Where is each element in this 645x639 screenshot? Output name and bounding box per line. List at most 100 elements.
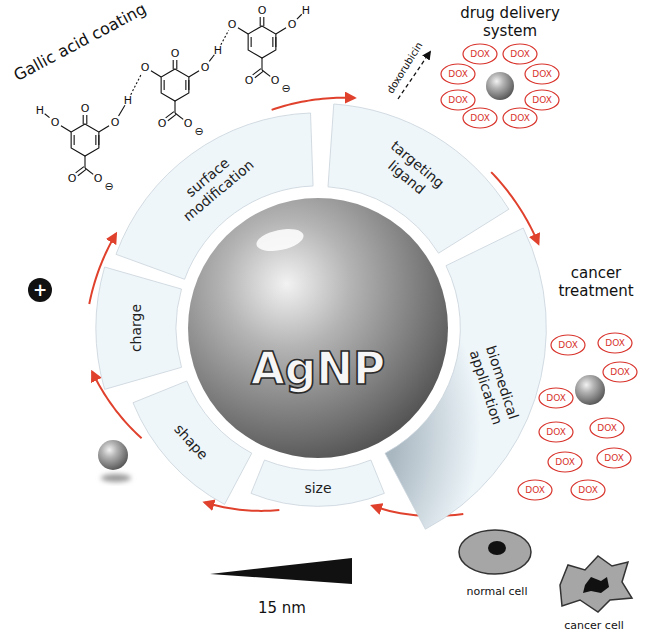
nanoparticle [575,375,605,405]
atom-label: O [288,19,297,30]
chemical-bond [76,167,84,173]
nanoparticle [486,72,514,100]
annotation-label: 15 nm [258,599,306,617]
annotation-label: normal cell [467,585,528,598]
atom-label: H [124,95,132,106]
segment-outline [251,460,384,506]
atom-label: H [214,45,222,56]
chemical-bond [61,126,71,132]
segment-outline [133,381,252,504]
atom-label: O [171,48,180,59]
dox-molecule: DOX [502,107,538,129]
dox-molecule: DOX [524,63,560,85]
dox-label: DOX [578,486,598,495]
dox-label: DOX [510,114,530,123]
atom-label: ⊖ [104,181,113,192]
chemical-bond [260,17,261,26]
segment-outline [96,267,182,389]
chemical-bond [185,80,186,90]
dox-outline [463,44,497,64]
chemical-bond [253,69,261,75]
ring-segment: surface modification [115,112,314,280]
plus-circle [28,278,52,302]
cancer-cell [560,556,632,612]
ring-segment: shape [132,380,253,505]
normal-cell [459,530,531,574]
chemical-bond [164,80,165,90]
dox-outline [503,44,537,64]
dox-outline [525,90,559,110]
dox-outline [441,64,475,84]
silver-nanoparticle: AgNP [188,198,448,458]
chemical-bond [151,71,161,77]
annotation-label: doxorubicin [385,40,426,96]
chemical-bond [83,115,84,124]
chemical-bond [166,112,174,118]
ring-segment: charge [95,266,183,390]
dox-outline [503,108,537,128]
annotation-label: Gallic acid coating [11,0,150,85]
dox-outline [571,480,605,500]
chemical-bond [174,101,175,113]
dox-molecule: DOX [547,451,583,473]
dox-molecule: DOX [462,107,498,129]
chemical-bond [276,28,286,34]
chemical-bond [98,135,99,145]
dox-molecule: DOX [550,334,586,356]
dox-outline [598,333,632,353]
dox-label: DOX [470,114,490,123]
chemical-bond [173,60,174,69]
dox-label: DOX [532,70,552,79]
chemical-bond [119,105,125,116]
atom-label: ⊖ [194,126,203,137]
cell-nucleus [583,577,609,593]
size-wedge [210,558,352,584]
benzene-ring [248,26,276,58]
atom-label: O [158,118,167,129]
atom-label: O [81,103,90,114]
chemical-bond [45,114,50,118]
atom-label: O [228,19,237,30]
chemical-bond [85,168,93,174]
atom-label: ⊖ [281,83,290,94]
chemical-bond [263,17,264,26]
dox-molecule: DOX [502,43,538,65]
atom-label: O [68,173,77,184]
dox-label: DOX [604,454,624,463]
ring-segment: size [250,459,385,507]
cycle-arrow [205,502,280,510]
dox-molecule: DOX [597,332,633,354]
chemical-bond [175,113,183,119]
chemical-bond [261,58,262,70]
dox-outline [590,418,624,438]
dox-outline [597,448,631,468]
atom-label: O [51,117,60,128]
segment-label: size [304,480,331,497]
chemical-bond [262,70,270,76]
dox-molecule: DOX [462,43,498,65]
atom-label: O [245,75,254,86]
segment-outline [328,104,509,253]
chemical-bond [189,71,199,77]
dox-label: DOX [532,96,552,105]
annotation-label: cancer cell [564,619,624,632]
atom-label: O [271,75,280,86]
dox-label: DOX [610,368,630,377]
dox-outline [548,452,582,472]
chemical-bond [86,115,87,124]
dox-label: DOX [546,428,566,437]
atom-label: O [201,62,210,73]
atom-label: O [111,117,120,128]
cell-nucleus [488,541,506,555]
dox-label: DOX [546,394,566,403]
benzene-ring [71,124,99,156]
sphere-highlight [254,225,305,255]
dox-molecule: DOX [570,479,606,501]
dox-label: DOX [510,50,530,59]
dox-label: DOX [525,486,545,495]
dox-label: DOX [470,50,490,59]
dox-outline [603,362,637,382]
chemical-bond [272,37,273,47]
dox-label: DOX [555,458,575,467]
atom-label: O [184,118,193,129]
